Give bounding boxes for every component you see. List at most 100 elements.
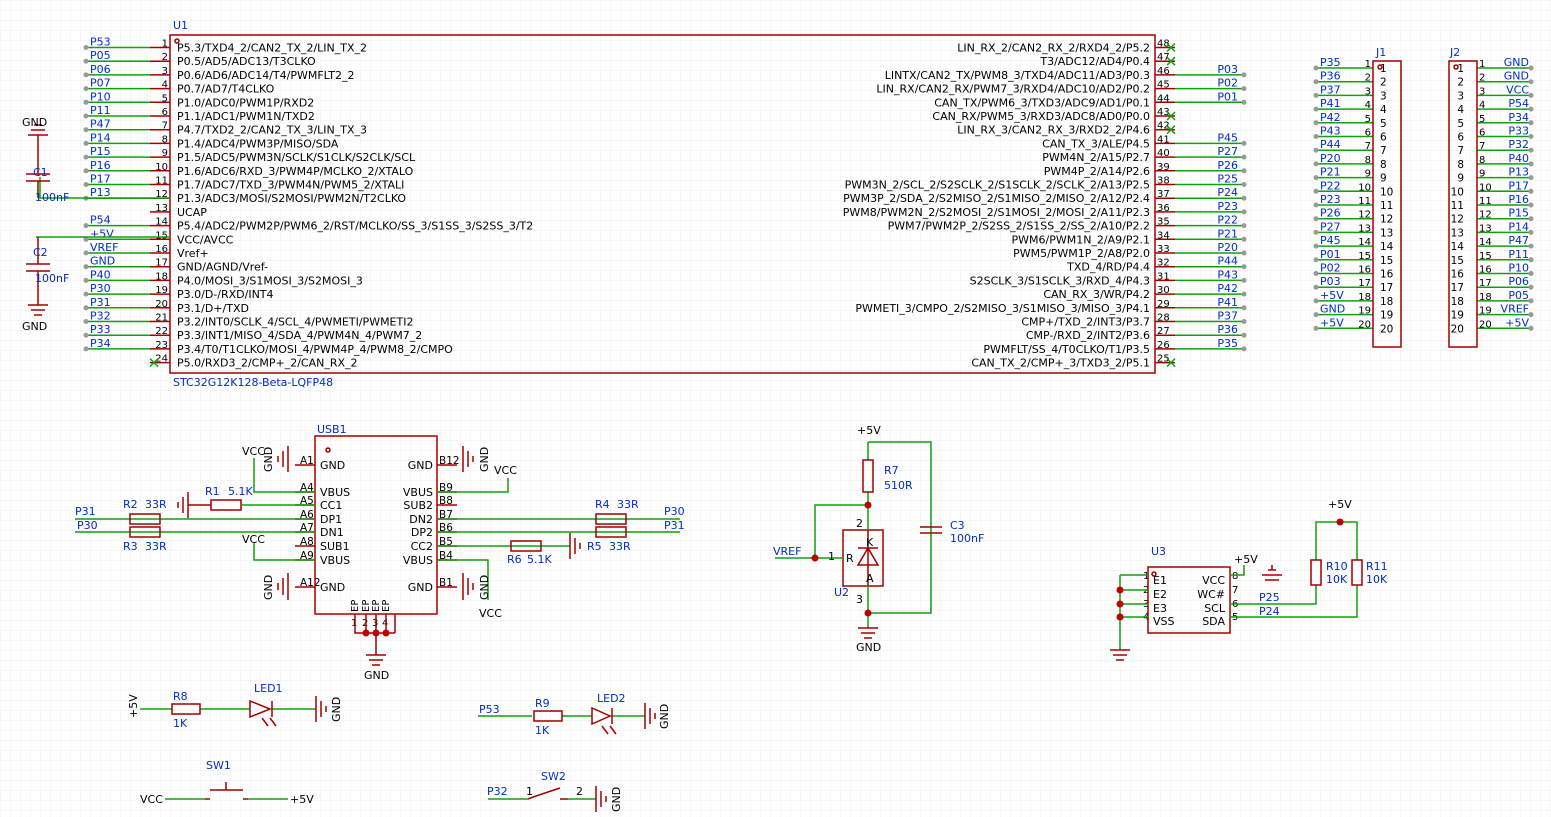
net-end-dot: [1528, 216, 1534, 222]
net-end-dot: [1313, 161, 1319, 167]
u1-pin-label: LIN_RX_3/CAN2_RX_3/RXD2_2/P4.6: [957, 124, 1150, 137]
u3-body[interactable]: [1147, 566, 1231, 634]
usb-vcc-bottom: VCC: [479, 607, 502, 620]
net-end-dot: [1528, 284, 1534, 290]
net-end-dot: [1528, 202, 1534, 208]
usb-pin-label: VBUS: [320, 486, 350, 499]
net-label: P53: [90, 36, 111, 49]
r6-body[interactable]: [510, 540, 542, 552]
net-end-dot: [1528, 298, 1534, 304]
r11-body[interactable]: [1351, 559, 1363, 586]
j2-pin-number: 19: [1479, 306, 1492, 317]
j1-pin-number: 19: [1358, 306, 1371, 317]
net-label: P03: [1217, 63, 1238, 76]
led2-ref: LED2: [597, 692, 626, 705]
j2-net-label: P10: [1508, 262, 1529, 275]
r10-5v: +5V: [1328, 498, 1352, 511]
u1-pin-number: 17: [155, 258, 168, 269]
j1-pin-label: 16: [1380, 269, 1394, 281]
usb-pin-number: B5: [439, 536, 453, 548]
u1-pin-number: 12: [155, 189, 168, 200]
r5-body[interactable]: [595, 526, 627, 538]
u1-pin-number: 31: [1157, 271, 1170, 282]
j2-pin-number: 11: [1479, 196, 1492, 207]
c1-ref: C1: [33, 166, 48, 179]
u1-pin-label: PWM7/PWM2P_2/S2SS_2/S1SS_2/SS_2/A10/P2.2: [888, 220, 1150, 233]
u1-pin-number: 13: [155, 203, 168, 214]
r9-body[interactable]: [533, 710, 563, 722]
usb-pin-number: A6: [300, 509, 314, 521]
usb-pin-number: B7: [439, 509, 453, 521]
j1-pin-number: 12: [1358, 210, 1371, 221]
j1-body[interactable]: [1372, 60, 1402, 348]
u1-pin-number: 46: [1157, 66, 1170, 77]
net-end-dot: [83, 305, 89, 311]
u1-body[interactable]: [169, 34, 1156, 374]
usb-pin-label: CC2: [411, 540, 433, 553]
j2-pin-number: 3: [1479, 86, 1485, 97]
u1-pin-label: P1.3/ADC3/MOSI/S2MOSI/PWM2N/T2CLKO: [177, 192, 406, 205]
net-p32: P32: [487, 785, 508, 798]
j1-pin-number: 20: [1358, 319, 1371, 330]
r3-ref: R3: [123, 540, 138, 553]
net-end-dot: [1313, 92, 1319, 98]
net-end-dot: [1241, 236, 1247, 242]
sw1-ref: SW1: [206, 759, 231, 772]
sw2-ref: SW2: [541, 770, 566, 783]
net-end-dot: [1313, 216, 1319, 222]
net-end-dot: [83, 332, 89, 338]
net-end-dot: [1241, 195, 1247, 201]
usb-pin-label: DN2: [409, 513, 433, 526]
net-p53: P53: [479, 703, 500, 716]
r5-ref: R5: [587, 540, 602, 553]
u1-pin-number: 11: [155, 176, 168, 187]
j1-net-label: P01: [1320, 248, 1341, 261]
net-end-dot: [83, 168, 89, 174]
j2-pin-number: 15: [1479, 251, 1492, 262]
u1-pin-label: CAN_TX_3/ALE/P4.5: [1042, 137, 1150, 150]
r11-ref: R11: [1366, 560, 1388, 573]
r7-body[interactable]: [862, 459, 874, 493]
net-end-dot: [83, 250, 89, 256]
net-label: P36: [1217, 323, 1238, 336]
u1-pin-label: PWM5/PWM1P_2/A8/P2.0: [1013, 247, 1150, 260]
u1-pin-label: PWMFLT/SS_4/T0CLKO/T1/P3.5: [983, 343, 1150, 356]
j2-pin-number: 14: [1479, 237, 1492, 248]
usb-pin-number: A12: [300, 577, 321, 589]
u2-5v: +5V: [857, 424, 881, 437]
u3-pin-label: E2: [1153, 588, 1167, 601]
r8-body[interactable]: [171, 703, 201, 715]
u1-pin-number: 38: [1157, 176, 1170, 187]
junctions: [362, 501, 1344, 637]
net-end-dot: [1313, 134, 1319, 139]
net-label: P22: [1217, 214, 1238, 227]
net-end-dot: [1241, 86, 1247, 92]
j2-net-label: P40: [1508, 152, 1529, 165]
r2-body[interactable]: [129, 513, 161, 525]
usb-pin-label: CC1: [320, 499, 342, 512]
net-label: P07: [90, 77, 111, 90]
net-end-dot: [1241, 291, 1247, 297]
r10-body[interactable]: [1310, 559, 1322, 586]
r4-body[interactable]: [595, 513, 627, 525]
u3-pin-label: E1: [1153, 574, 1167, 587]
u1-pin-label: P1.1/ADC1/PWM1N/TXD2: [177, 110, 315, 123]
j1-net-label: P45: [1320, 234, 1341, 247]
r9-value: 1K: [535, 724, 550, 737]
u1-ref: U1: [173, 19, 188, 32]
net-end-dot: [1313, 271, 1319, 276]
net-end-dot: [83, 182, 89, 187]
j2-pin-number: 1: [1479, 59, 1485, 70]
j2-pin-label: 16: [1451, 269, 1465, 281]
j2-body[interactable]: [1448, 60, 1478, 348]
usb-pin-label: DN1: [320, 526, 344, 539]
r3-body[interactable]: [129, 526, 161, 538]
j1-net-label: P43: [1320, 125, 1341, 138]
net-end-dot: [83, 58, 89, 64]
u2-k-label: K: [866, 536, 874, 549]
j1-pin-number: 5: [1365, 114, 1371, 125]
c2-value: 100nF: [35, 272, 69, 285]
j2-net-label: P33: [1508, 125, 1529, 138]
